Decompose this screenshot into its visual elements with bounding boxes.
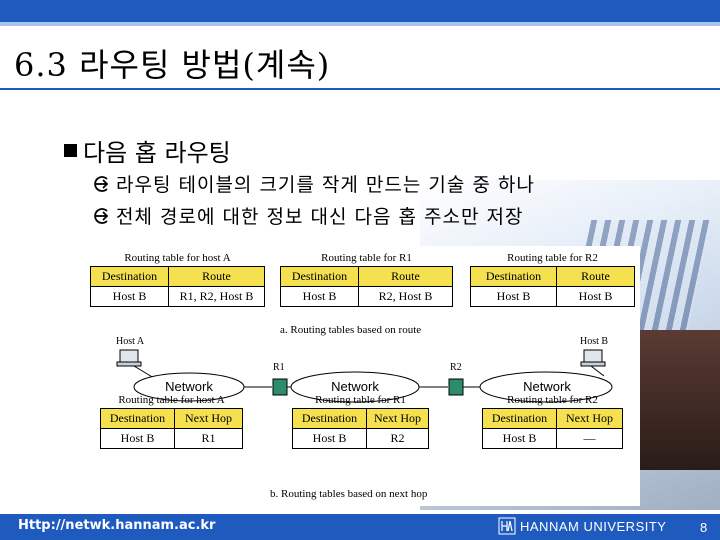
table-cell: Host B (483, 429, 557, 449)
circled-arrow-icon (92, 206, 112, 226)
table-cell: Host B (293, 429, 367, 449)
table-header: Destination (293, 409, 367, 429)
r1-label: R1 (273, 362, 285, 373)
router-r1-icon (273, 379, 287, 395)
table-header: Destination (471, 267, 557, 287)
table-cell: R1 (175, 429, 243, 449)
table-header: Route (359, 267, 453, 287)
table-cell: Host B (557, 287, 635, 307)
table-caption: Routing table for R1 (280, 252, 453, 266)
r2-label: R2 (450, 362, 462, 373)
table-caption: Routing table for host A (100, 394, 243, 408)
circled-arrow-icon (92, 174, 112, 194)
subpoint-1: 라우팅 테이블의 크기를 작게 만드는 기술 중 하나 (92, 170, 535, 197)
link-line (134, 366, 154, 378)
table-cell: Host B (471, 287, 557, 307)
network-label: Network (310, 379, 400, 394)
host-a-computer-icon (117, 350, 141, 366)
top-banner-stripe (0, 22, 720, 26)
footer-url: Http://netwk.hannam.ac.kr (18, 518, 215, 533)
subpoint-2-text: 전체 경로에 대한 정보 대신 다음 홉 주소만 저장 (116, 202, 523, 229)
table-cell: R2 (367, 429, 429, 449)
subpoint-1-text: 라우팅 테이블의 크기를 작게 만드는 기술 중 하나 (116, 170, 535, 197)
table-cell: R1, R2, Host B (169, 287, 265, 307)
network-label: Network (144, 379, 234, 394)
university-logo-icon (498, 517, 516, 535)
table-header: Next Hop (557, 409, 623, 429)
table-caption: Routing table for host A (90, 252, 265, 266)
table-header: Destination (101, 409, 175, 429)
table-caption: Routing table for R2 (482, 394, 623, 408)
host-b-label: Host B (580, 336, 608, 347)
subpoint-2: 전체 경로에 대한 정보 대신 다음 홉 주소만 저장 (92, 202, 523, 229)
table-cell: R2, Host B (359, 287, 453, 307)
router-r2-icon (449, 379, 463, 395)
link-line (591, 366, 604, 376)
table-header: Next Hop (367, 409, 429, 429)
table-cell: Host B (101, 429, 175, 449)
table-caption: Routing table for R1 (292, 394, 429, 408)
table-header: Destination (281, 267, 359, 287)
host-a-label: Host A (116, 336, 144, 347)
square-bullet-icon (64, 144, 77, 157)
caption-b: b. Routing tables based on next hop (270, 488, 427, 500)
network-label: Network (502, 379, 592, 394)
table-cell: Host B (91, 287, 169, 307)
footer-university: HANNAM UNIVERSITY (520, 519, 666, 534)
table-header: Destination (91, 267, 169, 287)
table-header: Route (169, 267, 265, 287)
top-banner (0, 0, 720, 22)
table-caption: Routing table for R2 (470, 252, 635, 266)
slide-title: 6.3 라우팅 방법(계속) (14, 40, 330, 86)
page-number: 8 (700, 520, 707, 535)
main-bullet-text: 다음 홉 라우팅 (83, 133, 231, 168)
table-header: Route (557, 267, 635, 287)
host-b-computer-icon (581, 350, 605, 366)
main-bullet: 다음 홉 라우팅 (64, 133, 231, 168)
table-header: Next Hop (175, 409, 243, 429)
table-cell: Host B (281, 287, 359, 307)
title-divider (0, 88, 720, 90)
table-cell: — (557, 429, 623, 449)
table-header: Destination (483, 409, 557, 429)
